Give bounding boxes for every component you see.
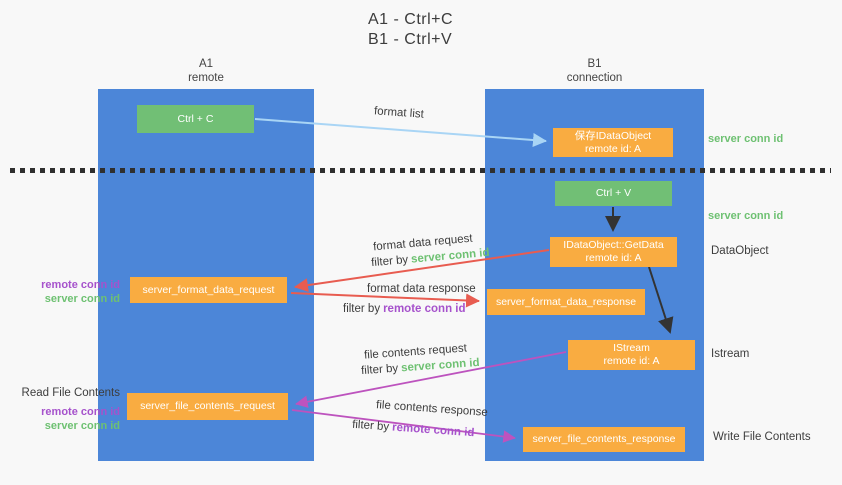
right-server-conn-id-top: server conn id — [708, 133, 784, 145]
save-dataobject-line2: remote id: A — [584, 142, 642, 155]
lifeline-a1-subtitle: remote — [188, 72, 224, 84]
phase-separator-dotted-line — [10, 168, 831, 173]
ctrl-c-label: Ctrl + C — [177, 112, 214, 125]
lifeline-a1-name: A1 — [198, 58, 214, 70]
left-remote-conn-id-bottom: remote conn id — [41, 406, 120, 418]
lifeline-b1-subtitle: connection — [566, 72, 623, 84]
filter-by-text: filter by — [351, 418, 390, 434]
title-line-2: B1 - Ctrl+V — [368, 31, 453, 48]
server-format-data-response-node: server_format_data_response — [487, 289, 645, 315]
server-format-data-request-node: server_format_data_request — [130, 277, 287, 303]
server-format-data-response-label: server_format_data_response — [495, 295, 637, 308]
server-file-contents-response-node: server_file_contents_response — [523, 427, 685, 452]
diagram-title: A1 - Ctrl+C B1 - Ctrl+V — [368, 10, 453, 50]
file-contents-request-arrow — [295, 351, 567, 408]
format-data-response-arrow — [290, 292, 480, 308]
ctrl-v-node: Ctrl + V — [555, 181, 672, 206]
remote-conn-id-text: remote conn id — [383, 303, 466, 315]
format-list-arrow — [254, 118, 547, 148]
title-line-1: A1 - Ctrl+C — [368, 11, 454, 28]
server-format-data-request-label: server_format_data_request — [142, 283, 275, 296]
getdata-node: IDataObject::GetData remote id: A — [550, 237, 677, 267]
getdata-line1: IDataObject::GetData — [563, 239, 664, 251]
write-file-contents-note: Write File Contents — [713, 431, 811, 443]
filter-by-text: filter by — [343, 303, 381, 315]
ctrl-v-label: Ctrl + V — [595, 187, 632, 199]
format-data-request-arrow — [294, 249, 550, 293]
server-file-contents-request-label: server_file_contents_request — [140, 400, 275, 412]
save-dataobject-line1: 保存IDataObject — [574, 129, 652, 142]
istream-line1: IStream — [613, 342, 650, 354]
lifeline-header-b1: B1 connection — [485, 57, 704, 85]
istream-note: Istream — [711, 348, 750, 360]
server-file-contents-request-node: server_file_contents_request — [127, 393, 288, 420]
read-file-contents-note: Read File Contents — [21, 387, 120, 399]
server-file-contents-response-label: server_file_contents_response — [532, 433, 676, 445]
dataobject-note: DataObject — [711, 245, 769, 257]
format-data-response-label: format data response — [367, 283, 476, 295]
right-server-conn-id-mid: server conn id — [708, 210, 784, 222]
lifeline-b1-name: B1 — [587, 58, 602, 70]
istream-line2: remote id: A — [603, 355, 660, 367]
ctrl-c-node: Ctrl + C — [137, 105, 254, 133]
left-server-conn-id-top: server conn id — [44, 293, 120, 305]
file-contents-response-arrow — [291, 409, 516, 443]
getdata-to-istream-arrow — [648, 266, 674, 334]
left-server-conn-id-bottom: server conn id — [44, 420, 120, 432]
getdata-line2: remote id: A — [585, 252, 642, 264]
istream-node: IStream remote id: A — [568, 340, 695, 370]
save-dataobject-node: 保存IDataObject remote id: A — [553, 128, 673, 157]
lifeline-header-a1: A1 remote — [98, 57, 314, 85]
left-remote-conn-id-top: remote conn id — [41, 279, 120, 291]
